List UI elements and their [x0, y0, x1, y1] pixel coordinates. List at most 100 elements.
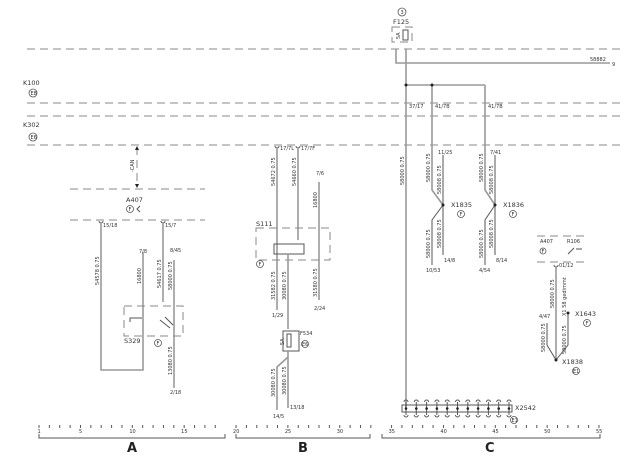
junction [566, 311, 570, 315]
x1835-label: X1835 [451, 201, 472, 209]
f534-fuse-box [282, 330, 300, 352]
x1838-location: E1 [573, 369, 579, 375]
wire-label: 31580 0.75 [313, 268, 319, 297]
wire-label: 58882 [590, 57, 606, 63]
s111-location: F [259, 262, 262, 268]
ruler-tick-label: 20 [233, 429, 239, 435]
section-label-b: B [298, 441, 308, 456]
k100-label: K100 [23, 79, 40, 87]
s111-label: S111 [256, 220, 273, 228]
junction [404, 407, 408, 410]
junction [430, 83, 434, 87]
r106-label: R106 [567, 239, 580, 245]
ruler-tick-label: 10 [129, 429, 135, 435]
pin-icon [553, 264, 559, 268]
wire-label: 58000 0.75 [541, 323, 547, 352]
ref-label: 13/18 [290, 405, 304, 411]
junction [554, 358, 558, 362]
wire-label: 58000 0.75 [479, 153, 485, 182]
wire-label: 58000 0.75 [426, 229, 432, 258]
wire-label: 58008 0.75 [489, 165, 495, 194]
switch-contacts [273, 243, 305, 255]
section-label-c: C [485, 441, 495, 456]
pin-label: 17/7L [280, 146, 294, 152]
s329-label: S329 [124, 337, 141, 345]
f125-location: 3 [401, 10, 404, 16]
location-circle [301, 340, 309, 348]
ref-label: 14/5 [273, 414, 284, 420]
ref-label: 4/54 [479, 268, 490, 274]
location-circle [583, 319, 591, 327]
junction [456, 407, 459, 410]
s111-switch-box [255, 227, 331, 261]
x1836-label: X1836 [503, 201, 524, 209]
fuse-rating: 5A [396, 32, 402, 39]
junction [476, 407, 480, 410]
junction [425, 407, 428, 410]
wire-label: 54578 0.75 [95, 256, 101, 285]
f534-label: F534 [300, 331, 312, 337]
wire-label: 58008 0.75 [437, 165, 443, 194]
ref-label: 7/8 [139, 249, 147, 255]
wire [546, 313, 569, 361]
k100-location: E8 [31, 91, 37, 97]
section-brackets [38, 434, 601, 439]
location-circle [509, 210, 517, 218]
location-circle [510, 416, 518, 424]
ruler-tick-label: 25 [285, 429, 291, 435]
a407-location: F [542, 249, 545, 255]
junction [415, 407, 418, 410]
ref-label: 2/18 [170, 390, 181, 396]
can-label: -CAN [130, 159, 136, 172]
ruler-tick-label: 55 [596, 429, 602, 435]
x1835-location: F [460, 212, 463, 218]
ruler-tick-label: 35 [389, 429, 395, 435]
wire-label: 54672 0.75 [271, 157, 277, 186]
section-b: 17/7L 17/7F 54672 0.75 54660 0.75 7/6 16… [255, 145, 331, 420]
ref-label: 9 [612, 62, 615, 68]
junction [441, 203, 445, 207]
ref-label: 7/41 [490, 150, 501, 156]
x2542-pins [403, 399, 512, 418]
connector-icon [136, 205, 141, 213]
junction [507, 407, 511, 410]
switch-icon [129, 317, 142, 322]
ruler-tick-label: 30 [337, 429, 343, 435]
ref-label: 2/24 [314, 306, 325, 312]
junction [466, 407, 470, 410]
location-circle [28, 88, 38, 98]
wire-label: 58000 0.75 [479, 229, 485, 258]
f125-label: F125 [393, 18, 409, 26]
pin-icon [98, 220, 104, 224]
location-circle [126, 205, 134, 213]
pin-label: 41/7B [435, 104, 450, 110]
f534-location: E6 [302, 342, 308, 348]
x1838-label: X1838 [562, 358, 583, 366]
f125-fuse-box [391, 26, 413, 43]
junction [404, 83, 408, 87]
wire-label: 58008 0.75 [489, 219, 495, 248]
ref-label: 8/14 [496, 258, 507, 264]
wire [405, 49, 496, 410]
x1836-location: F [512, 212, 515, 218]
wire-label: 58000 0.75 [426, 153, 432, 182]
module-boundary [537, 235, 584, 263]
location-circle [256, 260, 264, 268]
x2542-label: X2542 [515, 404, 536, 412]
pin-label: 41/7B [488, 104, 503, 110]
location-circle [28, 132, 38, 142]
ruler-tick-label: 1 [38, 429, 41, 435]
ref-label: 10/53 [426, 268, 440, 274]
wire-label: 16800 [313, 192, 319, 208]
x1643-label: X1643 [575, 310, 596, 318]
wire-label: 30080 0.75 [282, 271, 288, 300]
wire-label: 30080 0.75 [271, 368, 277, 397]
ref-label: 1/29 [272, 313, 283, 319]
ref-label: 11/25 [438, 150, 452, 156]
wire-label: 13080 0.75 [168, 346, 174, 375]
ruler-tick-label: 5 [79, 429, 82, 435]
location-circle [572, 367, 580, 375]
ref-label: 7/6 [316, 171, 324, 177]
